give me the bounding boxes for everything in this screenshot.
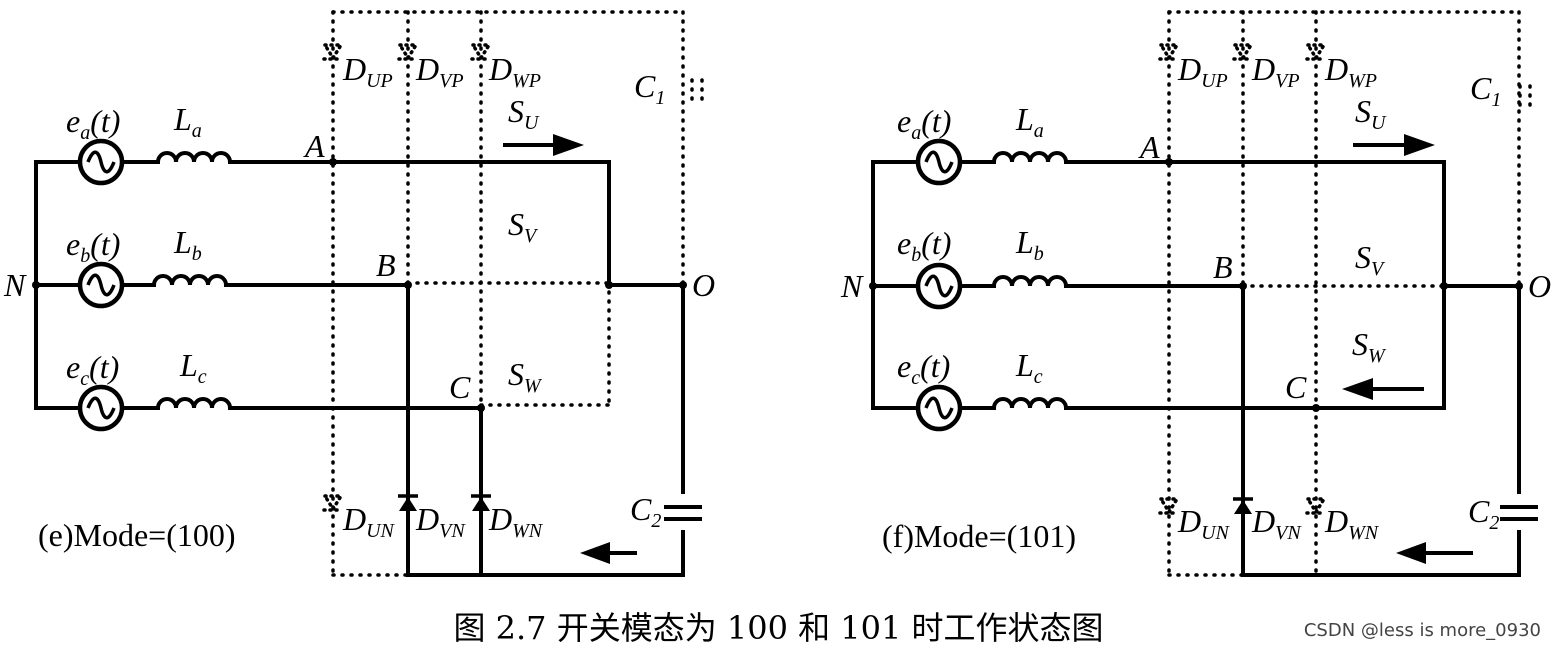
ac-source-icon: [918, 387, 960, 429]
dotted-paths: [331, 10, 685, 577]
node-label-n: N: [3, 267, 27, 303]
node-label-c: C: [449, 369, 471, 405]
diode-label-vn: DVN: [415, 501, 466, 542]
inductor-label-c: Lc: [179, 347, 207, 388]
inductor-label-a: La: [1015, 101, 1044, 142]
diode-label-wn: DWN: [1324, 503, 1380, 544]
switch-label-u: SU: [508, 93, 540, 134]
node-label-c: C: [1285, 369, 1307, 405]
panel-f: ea(t) eb(t) ec(t) La Lb Lc A B C N O DUP…: [840, 10, 1551, 577]
source-label-c: ec(t): [66, 349, 119, 390]
source-label-a: ea(t): [897, 103, 951, 144]
diode-label-up: DUP: [1177, 51, 1228, 92]
inductor-label-b: Lb: [173, 224, 202, 265]
ac-source-icon: [918, 141, 960, 183]
current-arrow-icon: [1396, 542, 1473, 564]
inductor-icon: [992, 151, 1068, 164]
capacitor-label-1: C1: [634, 68, 665, 109]
switch-label-w: SW: [1352, 326, 1387, 367]
source-label-b: eb(t): [897, 225, 951, 266]
current-arrow-icon: [580, 542, 637, 564]
diode-label-wp: DWP: [1324, 51, 1377, 92]
capacitor-label-2: C2: [630, 491, 661, 532]
capacitor-c2-icon: [664, 494, 702, 530]
panel-e: ea(t) eb(t) ec(t) La Lb Lc A B C N O DUP…: [3, 10, 715, 577]
diode-label-vn: DVN: [1251, 503, 1302, 544]
diode-icon: [396, 494, 420, 513]
switch-label-v: SV: [1355, 239, 1386, 280]
inductor-icon: [156, 151, 232, 164]
capacitor-c1-icon: [690, 78, 704, 102]
diode-label-wn: DWN: [488, 501, 544, 542]
capacitor-label-1: C1: [1470, 70, 1501, 111]
watermark: CSDN @less is more_0930: [1303, 620, 1541, 641]
capacitor-label-2: C2: [1468, 493, 1499, 534]
node-label-b: B: [376, 247, 396, 283]
current-arrow-icon: [503, 134, 584, 156]
mode-label: (e)Mode=(100): [38, 517, 236, 553]
diode-icon: [469, 494, 493, 513]
node-label-o: O: [1528, 268, 1551, 304]
node-label-n: N: [840, 268, 864, 304]
node-label-o: O: [692, 267, 715, 303]
inductor-icon: [992, 275, 1068, 288]
diode-label-up: DUP: [342, 51, 393, 92]
diode-label-wp: DWP: [488, 51, 541, 92]
node-label-a: A: [1138, 129, 1160, 165]
ac-source-icon: [80, 264, 122, 306]
mode-label: (f)Mode=(101): [882, 518, 1076, 554]
inductor-icon: [992, 397, 1068, 410]
diode-label-un: DUN: [1177, 503, 1231, 544]
diode-icon: [1231, 497, 1255, 516]
capacitor-c1-icon: [1518, 84, 1532, 108]
ac-source-icon: [918, 265, 960, 307]
diode-label-vp: DVP: [1251, 51, 1300, 92]
inductor-label-a: La: [173, 101, 202, 142]
capacitor-c2-icon: [1500, 494, 1538, 530]
ac-source-icon: [80, 141, 122, 183]
inductor-label-b: Lb: [1015, 224, 1044, 265]
junction-dots: [869, 158, 1523, 412]
current-arrow-icon: [1342, 378, 1424, 400]
current-arrow-icon: [1353, 134, 1435, 156]
switch-label-v: SV: [508, 206, 539, 247]
inductor-icon: [156, 397, 232, 410]
switch-label-w: SW: [508, 356, 543, 397]
node-label-a: A: [303, 128, 325, 164]
inductor-icon: [152, 274, 228, 287]
source-label-a: ea(t): [66, 103, 120, 144]
diode-label-vp: DVP: [415, 51, 464, 92]
figure-caption: 图 2.7 开关模态为 100 和 101 时工作状态图: [453, 609, 1104, 647]
source-label-b: eb(t): [66, 226, 120, 267]
switch-label-u: SU: [1355, 93, 1387, 134]
junction-dots: [32, 158, 687, 412]
node-label-b: B: [1213, 249, 1233, 285]
diode-label-un: DUN: [342, 501, 396, 542]
ac-source-icon: [80, 387, 122, 429]
dotted-paths: [1167, 10, 1521, 577]
source-label-c: ec(t): [897, 348, 950, 389]
inductor-label-c: Lc: [1015, 347, 1043, 388]
